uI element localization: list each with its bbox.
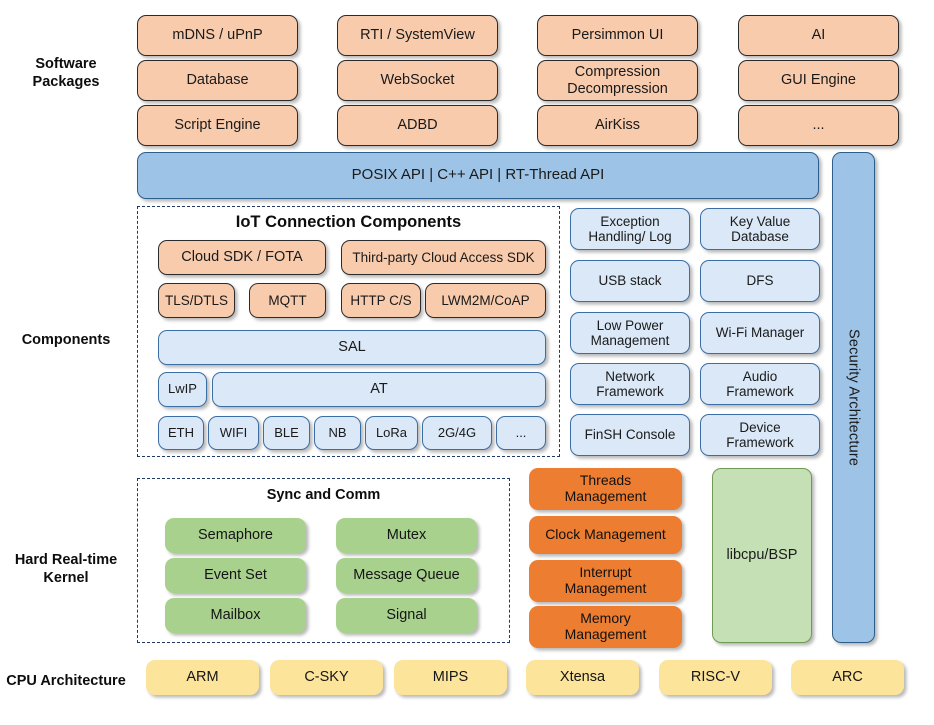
iot-mqtt[interactable]: MQTT bbox=[249, 283, 326, 318]
iot-cloud-sdk-fota[interactable]: Cloud SDK / FOTA bbox=[158, 240, 326, 275]
kernel-semaphore[interactable]: Semaphore bbox=[165, 518, 306, 553]
package-database[interactable]: Database bbox=[137, 60, 298, 101]
kernel-mutex[interactable]: Mutex bbox=[336, 518, 477, 553]
api-bar[interactable]: POSIX API | C++ API | RT-Thread API bbox=[137, 152, 819, 199]
kernel-threads-management[interactable]: Threads Management bbox=[529, 468, 682, 510]
kernel-libcpu-bsp[interactable]: libcpu/BSP bbox=[712, 468, 812, 643]
component-finsh-console[interactable]: FinSH Console bbox=[570, 414, 690, 456]
iot-third-party-cloud-access-sdk[interactable]: Third-party Cloud Access SDK bbox=[341, 240, 546, 275]
iot-at[interactable]: AT bbox=[212, 372, 546, 407]
iot-tls-dtls[interactable]: TLS/DTLS bbox=[158, 283, 235, 318]
component-low-power-management[interactable]: Low Power Management bbox=[570, 312, 690, 354]
cpu-c-sky[interactable]: C-SKY bbox=[270, 660, 383, 695]
kernel-event-set[interactable]: Event Set bbox=[165, 558, 306, 593]
iot-lwm2m-coap[interactable]: LWM2M/CoAP bbox=[425, 283, 546, 318]
package-compression-decompression[interactable]: Compression Decompression bbox=[537, 60, 698, 101]
kernel-mailbox[interactable]: Mailbox bbox=[165, 598, 306, 633]
component-exception-handling-log[interactable]: Exception Handling/ Log bbox=[570, 208, 690, 250]
package-ai[interactable]: AI bbox=[738, 15, 899, 56]
section-label-components-text: Components bbox=[21, 332, 111, 349]
sync-and-comm-title: Sync and Comm bbox=[266, 487, 381, 503]
iot-nb[interactable]: NB bbox=[314, 416, 361, 450]
cpu-arc[interactable]: ARC bbox=[791, 660, 904, 695]
component-wifi-manager[interactable]: Wi-Fi Manager bbox=[700, 312, 820, 354]
cpu-risc-v[interactable]: RISC-V bbox=[659, 660, 772, 695]
section-label-cpu-architecture-text: CPU Architecture bbox=[6, 673, 126, 690]
sync-and-comm-group bbox=[137, 478, 510, 643]
package-more[interactable]: ... bbox=[738, 105, 899, 146]
security-architecture-label: Security Architecture bbox=[845, 328, 862, 467]
iot-more[interactable]: ... bbox=[496, 416, 546, 450]
iot-group-title: IoT Connection Components bbox=[235, 213, 462, 231]
cpu-xtensa[interactable]: Xtensa bbox=[526, 660, 639, 695]
iot-lora[interactable]: LoRa bbox=[365, 416, 418, 450]
iot-ble[interactable]: BLE bbox=[263, 416, 310, 450]
package-mdns-upnp[interactable]: mDNS / uPnP bbox=[137, 15, 298, 56]
package-websocket[interactable]: WebSocket bbox=[337, 60, 498, 101]
package-gui-engine[interactable]: GUI Engine bbox=[738, 60, 899, 101]
iot-lwip[interactable]: LwIP bbox=[158, 372, 207, 407]
iot-connection-components-group bbox=[137, 206, 560, 457]
component-key-value-database[interactable]: Key Value Database bbox=[700, 208, 820, 250]
kernel-clock-management[interactable]: Clock Management bbox=[529, 516, 682, 554]
iot-http-cs[interactable]: HTTP C/S bbox=[341, 283, 421, 318]
iot-2g-4g[interactable]: 2G/4G bbox=[422, 416, 492, 450]
iot-wifi[interactable]: WIFI bbox=[208, 416, 259, 450]
component-network-framework[interactable]: Network Framework bbox=[570, 363, 690, 405]
kernel-message-queue[interactable]: Message Queue bbox=[336, 558, 477, 593]
package-rti-systemview[interactable]: RTI / SystemView bbox=[337, 15, 498, 56]
package-adbd[interactable]: ADBD bbox=[337, 105, 498, 146]
kernel-memory-management[interactable]: Memory Management bbox=[529, 606, 682, 648]
package-script-engine[interactable]: Script Engine bbox=[137, 105, 298, 146]
iot-eth[interactable]: ETH bbox=[158, 416, 204, 450]
package-airkiss[interactable]: AirKiss bbox=[537, 105, 698, 146]
component-dfs[interactable]: DFS bbox=[700, 260, 820, 302]
section-label-cpu-architecture: CPU Architecture bbox=[0, 660, 132, 704]
cpu-mips[interactable]: MIPS bbox=[394, 660, 507, 695]
section-label-kernel: Hard Real-time Kernel bbox=[0, 548, 132, 592]
kernel-interrupt-management[interactable]: Interrupt Management bbox=[529, 560, 682, 602]
iot-sal[interactable]: SAL bbox=[158, 330, 546, 365]
security-architecture-column[interactable]: Security Architecture bbox=[832, 152, 875, 643]
component-usb-stack[interactable]: USB stack bbox=[570, 260, 690, 302]
section-label-software-packages-text: Software Packages bbox=[32, 56, 100, 90]
section-label-components: Components bbox=[0, 330, 132, 352]
cpu-arm[interactable]: ARM bbox=[146, 660, 259, 695]
component-device-framework[interactable]: Device Framework bbox=[700, 414, 820, 456]
section-label-software-packages: Software Packages bbox=[0, 52, 132, 96]
component-audio-framework[interactable]: Audio Framework bbox=[700, 363, 820, 405]
section-label-kernel-text: Hard Real-time Kernel bbox=[14, 552, 118, 586]
kernel-signal[interactable]: Signal bbox=[336, 598, 477, 633]
package-persimmon-ui[interactable]: Persimmon UI bbox=[537, 15, 698, 56]
